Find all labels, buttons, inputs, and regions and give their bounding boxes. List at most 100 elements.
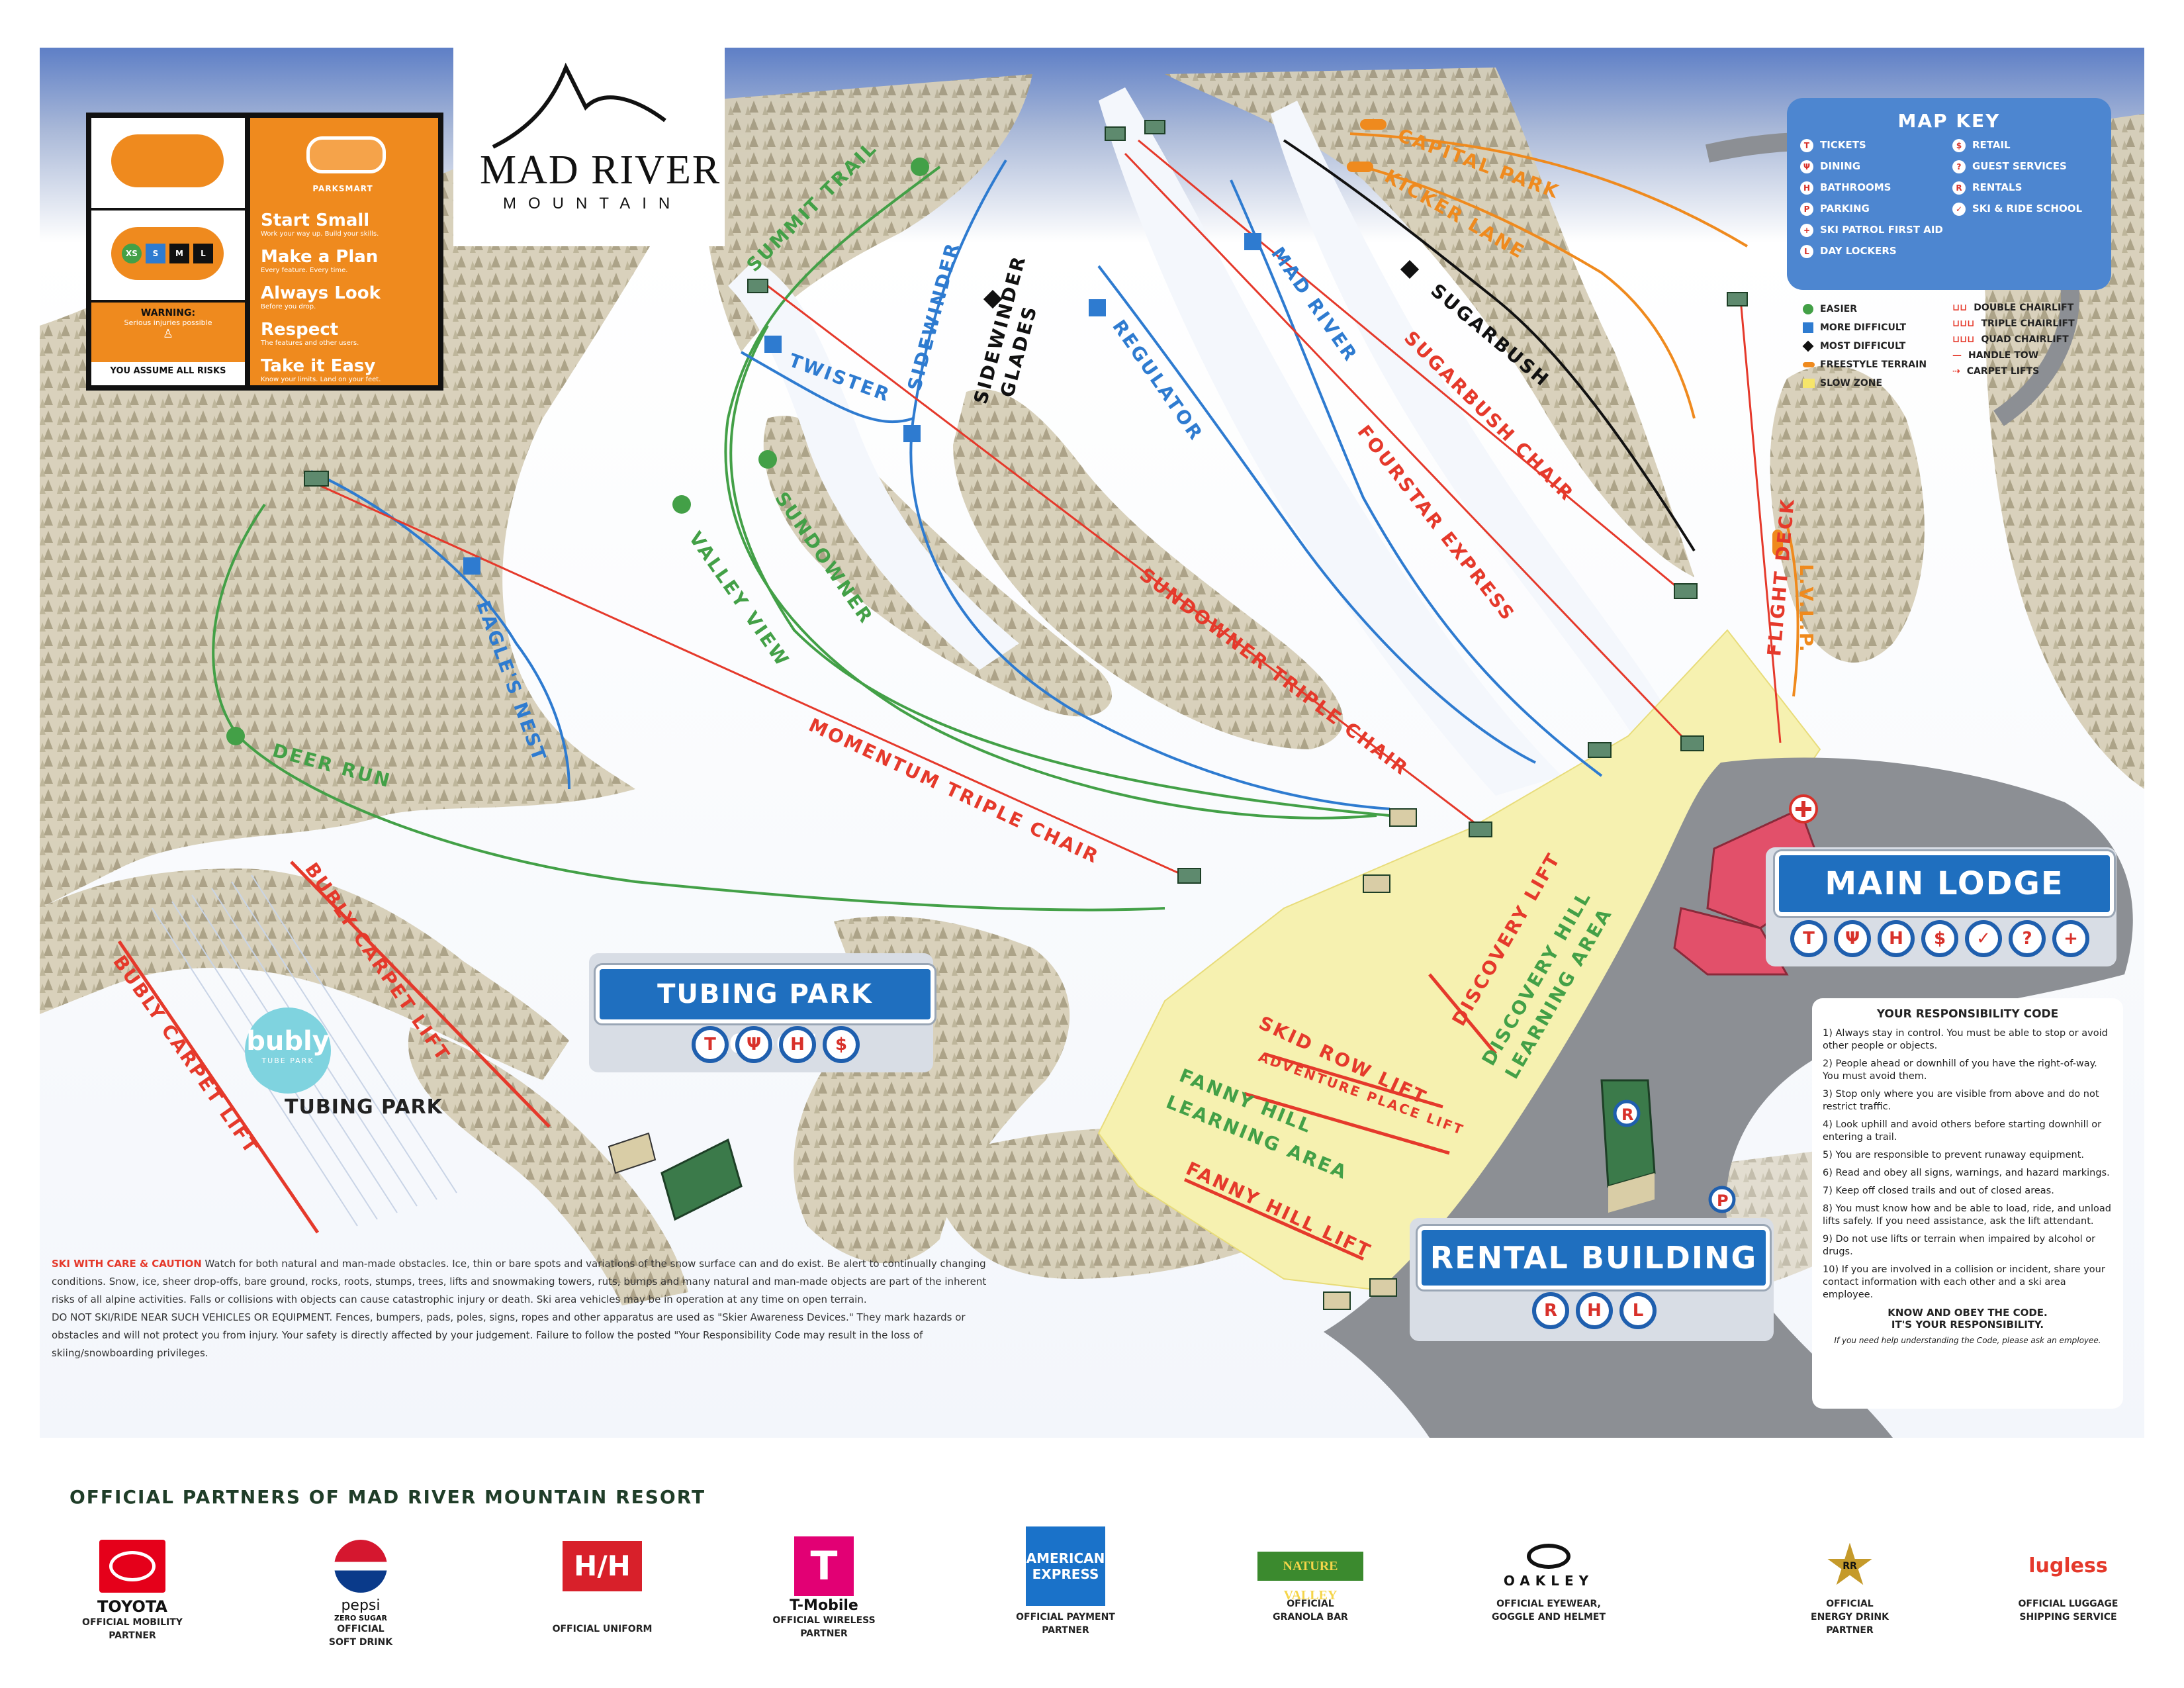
partner-caption: OFFICIAL EYEWEAR, bbox=[1496, 1599, 1601, 1609]
oakley-logo-icon bbox=[1527, 1543, 1570, 1569]
partner-caption: GOGGLE AND HELMET bbox=[1491, 1612, 1606, 1622]
forest-areas bbox=[40, 68, 2144, 1317]
key-ski-patrol: +SKI PATROL FIRST AID bbox=[1800, 224, 1952, 237]
partner-nature-valley: NATURE VALLEY OFFICIAL GRANOLA BAR bbox=[1234, 1534, 1387, 1624]
partner-caption: PARTNER bbox=[109, 1630, 156, 1641]
partner-caption: PARTNER bbox=[1042, 1625, 1089, 1636]
code-item-1: 1) Always stay in control. You must be a… bbox=[1823, 1028, 2108, 1051]
rule-3-sub: Before you drop. bbox=[261, 303, 316, 310]
assume-risk: YOU ASSUME ALL RISKS bbox=[110, 366, 226, 376]
partner-helly-hansen: H/H OFFICIAL UNIFORM bbox=[526, 1534, 678, 1636]
key-quad-chair: ⊔⊔⊔QUAD CHAIRLIFT bbox=[1952, 334, 2069, 345]
black-diamond-icon bbox=[1802, 340, 1814, 352]
dining-icon: Ψ bbox=[1834, 920, 1871, 957]
code-title: YOUR RESPONSIBILITY CODE bbox=[1876, 1008, 2059, 1021]
dining-icon: Ψ bbox=[735, 1026, 772, 1063]
map-key-difficulty: EASIER MORE DIFFICULT MOST DIFFICULT FRE… bbox=[1802, 300, 1948, 393]
key-slow-zone: SLOW ZONE bbox=[1803, 374, 1948, 393]
tubing-lodge-label: TUBING PARK LODGE bbox=[596, 965, 934, 1060]
code-item-5: 5) You are responsible to prevent runawa… bbox=[1823, 1150, 2085, 1160]
pepsi-sub: ZERO SUGAR bbox=[334, 1614, 387, 1622]
goggles-icon bbox=[306, 136, 386, 173]
partner-rockstar: RR OFFICIAL ENERGY DRINK PARTNER bbox=[1774, 1534, 1926, 1637]
trail-lines bbox=[212, 132, 1799, 912]
person-icon: ♙ bbox=[162, 327, 174, 341]
code-item-10: 10) If you are involved in a collision o… bbox=[1823, 1264, 2105, 1300]
code-items: 1) Always stay in control. You must be a… bbox=[1812, 1027, 2123, 1301]
label-bubly-carpet-2: BUBLY CARPET LIFT bbox=[109, 951, 263, 1158]
orange-bar-icon bbox=[1803, 362, 1815, 367]
partner-lugless: lugless OFFICIAL LUGGAGE SHIPPING SERVIC… bbox=[1992, 1534, 2144, 1624]
handle-tow-icon: — bbox=[1952, 350, 1962, 361]
partner-toyota: TOYOTA OFFICIAL MOBILITY PARTNER bbox=[56, 1534, 208, 1642]
code-footer-2: IT'S YOUR RESPONSIBILITY. bbox=[1891, 1319, 2044, 1331]
park-smart-panel: XS S M L WARNING: Serious injuries possi… bbox=[86, 113, 443, 391]
key-ski-school: ✓SKI & RIDE SCHOOL bbox=[1952, 203, 2105, 216]
map-key-lifts: ⊔⊔DOUBLE CHAIRLIFT ⊔⊔⊔TRIPLE CHAIRLIFT ⊔… bbox=[1952, 300, 2111, 379]
bubly-logo: bubly TUBE PARK bbox=[245, 1008, 331, 1094]
partner-amex: AMERICAN EXPRESS OFFICIAL PAYMENT PARTNE… bbox=[989, 1526, 1142, 1637]
parksmart-brand: PARKSMART bbox=[312, 184, 373, 193]
logo-line-1: MAD RIVER bbox=[480, 148, 721, 193]
amex-logo-icon: AMERICAN EXPRESS bbox=[1026, 1526, 1105, 1606]
rule-1-title: Start Small bbox=[261, 211, 370, 230]
blue-square-icon bbox=[1803, 322, 1813, 333]
first-aid-icon: + bbox=[2052, 920, 2089, 957]
tickets-icon: T bbox=[692, 1026, 729, 1063]
rule-1-sub: Work your way up. Build your skills. bbox=[261, 230, 379, 238]
bubly-sub: TUBE PARK bbox=[261, 1056, 314, 1065]
partner-caption: SOFT DRINK bbox=[328, 1637, 393, 1648]
hh-logo-icon: H/H bbox=[563, 1540, 642, 1591]
rule-5-title: Take it Easy bbox=[261, 356, 376, 376]
rental-building-label: RENTAL BUILDING bbox=[1418, 1226, 1770, 1289]
yellow-bar-icon bbox=[1803, 379, 1815, 388]
warning-text: Serious injuries possible bbox=[124, 318, 212, 327]
code-item-4: 4) Look uphill and avoid others before s… bbox=[1823, 1119, 2102, 1143]
key-more-difficult: MORE DIFFICULT bbox=[1803, 318, 1948, 337]
main-lodge-label: MAIN LODGE bbox=[1775, 851, 2114, 916]
partners-title: OFFICIAL PARTNERS OF MAD RIVER MOUNTAIN … bbox=[69, 1486, 706, 1508]
quad-chair-icon: ⊔⊔⊔ bbox=[1952, 334, 1975, 345]
warning-box: WARNING: Serious injuries possible ♙ bbox=[91, 303, 245, 362]
key-triple-chair: ⊔⊔⊔TRIPLE CHAIRLIFT bbox=[1952, 318, 2075, 329]
partner-caption: OFFICIAL bbox=[1826, 1599, 1874, 1609]
partner-caption: PARTNER bbox=[800, 1628, 848, 1639]
label-lvlp: L.V.L.P. bbox=[1796, 564, 1817, 654]
retail-icon: $ bbox=[823, 1026, 860, 1063]
tmobile-brand: T-Mobile bbox=[790, 1597, 858, 1614]
tubing-lodge-structure bbox=[608, 1132, 743, 1221]
tmobile-logo-icon: T bbox=[794, 1536, 854, 1596]
freestyle-symbol bbox=[111, 134, 224, 187]
responsibility-code: YOUR RESPONSIBILITY CODE 1) Always stay … bbox=[1812, 998, 2123, 1409]
bathrooms-icon: H bbox=[779, 1026, 816, 1063]
caution-heading: SKI WITH CARE & CAUTION bbox=[52, 1258, 202, 1270]
pepsi-logo-icon bbox=[334, 1539, 387, 1593]
rentals-icon: R bbox=[1532, 1292, 1569, 1329]
code-item-6: 6) Read and obey all signs, warnings, an… bbox=[1823, 1168, 2110, 1178]
size-s: S bbox=[146, 244, 165, 263]
size-l: L bbox=[193, 244, 213, 263]
rule-5-sub: Know your limits. Land on your feet. bbox=[261, 376, 381, 383]
code-item-8: 8) You must know how and be able to load… bbox=[1823, 1203, 2111, 1227]
partner-pepsi: pepsi ZERO SUGAR OFFICIAL SOFT DRINK bbox=[285, 1534, 437, 1649]
rental-marker-glyph: R bbox=[1621, 1105, 1633, 1124]
key-double-chair: ⊔⊔DOUBLE CHAIRLIFT bbox=[1952, 303, 2074, 313]
partner-caption: OFFICIAL LUGGAGE bbox=[2018, 1599, 2118, 1609]
retail-icon: $ bbox=[1921, 920, 1958, 957]
mountain-logo-mark bbox=[492, 62, 666, 149]
partner-caption: OFFICIAL MOBILITY bbox=[82, 1617, 183, 1628]
rental-building-structure bbox=[1600, 1079, 1656, 1213]
parking-marker-glyph: P bbox=[1717, 1192, 1729, 1210]
oakley-brand: OAKLEY bbox=[1503, 1572, 1594, 1589]
green-circle-icon bbox=[1803, 304, 1813, 314]
partner-caption: PARTNER bbox=[1826, 1625, 1874, 1636]
partner-caption: GRANOLA BAR bbox=[1273, 1612, 1348, 1622]
